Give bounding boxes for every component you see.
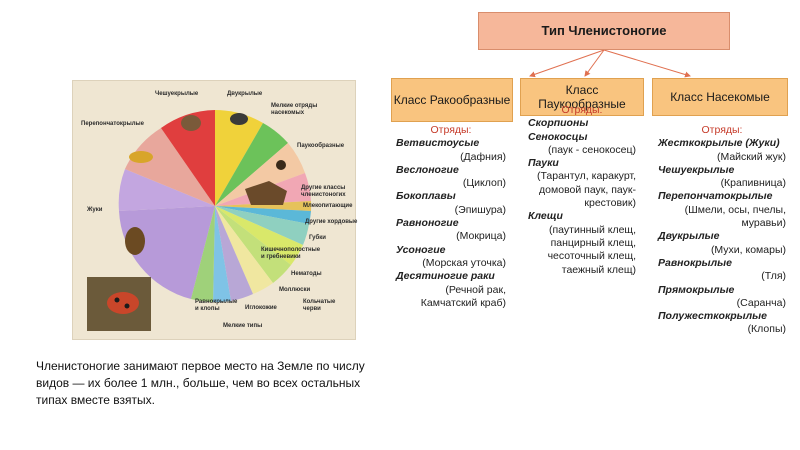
order-name: Жесткокрылые (Жуки)	[658, 137, 780, 150]
order-example: (паук - сенокосец)	[548, 143, 636, 156]
order-example: (Клопы)	[747, 323, 786, 336]
pie-label-cheshuekrylye: Чешуекрылые	[155, 91, 199, 97]
order-example: (Мухи, комары)	[710, 243, 786, 256]
fly-icon	[230, 113, 248, 125]
pie-label-kishechnopolostnye: Кишечнополостные и гребневики	[261, 247, 321, 260]
butterfly-icon	[181, 115, 201, 131]
pie-label-gubki: Губки	[309, 235, 326, 241]
order-example: (Саранча)	[736, 296, 786, 309]
root-phylum-box: Тип Членистоногие	[478, 12, 730, 50]
order-name: Перепончатокрылые	[658, 190, 773, 203]
pie-label-iglokozhie: Иглокожие	[245, 305, 277, 311]
pie-slice-ravnokrylye	[191, 206, 215, 302]
wasp-icon	[129, 151, 153, 163]
order-example: (Майский жук)	[716, 150, 786, 163]
pie-slice-dvukrylye	[215, 110, 263, 206]
pie-label-drugie-khordovye: Другие хордовые	[305, 219, 358, 225]
pie-label-paukoobraznye: Паукообразные	[297, 143, 345, 149]
order-name: Веслоногие	[396, 163, 459, 176]
order-example: (Крапивница)	[720, 177, 786, 190]
class-header-arachnids: Класс Паукообразные	[520, 78, 644, 116]
pie-slice-paukoobraznye	[215, 143, 305, 206]
spider-icon	[276, 160, 286, 170]
orders-list-arachnids: Отряды: Скорпионы Сенокосцы (паук - сено…	[528, 104, 636, 277]
order-name: Чешуекрылые	[658, 163, 735, 176]
pie-slice-zhuki	[119, 206, 215, 299]
pie-label-pereponchatokrylye: Перепончатокрылые	[81, 121, 144, 127]
order-name: Клещи	[528, 210, 563, 223]
pie-label-melkie-tipy: Мелкие типы	[223, 323, 263, 329]
pie-label-ravnokrylye: Равнокрылые и клопы	[195, 299, 238, 312]
order-example: (Тля)	[761, 270, 786, 283]
order-name: Двукрылые	[658, 230, 720, 243]
order-name: Десятиногие раки	[396, 270, 495, 283]
orders-label: Отряды:	[701, 124, 743, 136]
order-name: Ветвистоусые	[396, 137, 480, 150]
order-example: (Шмели, осы, пчелы, муравьи)	[684, 203, 786, 230]
order-example: (Мокрица)	[456, 230, 506, 243]
pie-label-mollyuski: Моллюски	[279, 287, 311, 293]
pie-slice-pereponchatokrylye	[125, 128, 215, 206]
pie-slice-khordovye	[215, 206, 311, 224]
pie-slice-mollyuski	[215, 206, 273, 294]
order-name: Равноногие	[396, 217, 459, 230]
caption-text: Членистоногие занимают первое место на З…	[36, 359, 365, 407]
order-example: (Дафния)	[460, 150, 506, 163]
orders-label: Отряды:	[430, 124, 472, 136]
order-name: Пауки	[528, 157, 559, 170]
pie-slice-kolchatye	[215, 206, 253, 301]
pie-label-zhuki: Жуки	[87, 207, 103, 213]
pie-slice-kishech	[215, 206, 303, 265]
orders-list-insects: Отряды: Жесткокрылые (Жуки) (Майский жук…	[658, 124, 786, 337]
species-pie-chart: Чешуекрылые Двукрылые Мелкие отряды насе…	[72, 80, 358, 340]
pie-slice-zhuki-2	[118, 169, 215, 211]
order-example: (Речной рак, Камчатский краб)	[420, 283, 506, 309]
pie-label-nematody: Нематоды	[291, 271, 322, 277]
pie-slice-mlekop	[215, 201, 312, 211]
class-header-insects: Класс Насекомые	[652, 78, 788, 116]
pie-graphic	[87, 110, 312, 331]
pie-label-melkie-otryady: Мелкие отряды насекомых	[271, 103, 318, 116]
order-name: Равнокрылые	[658, 256, 732, 269]
pie-slice-iglokozhie	[213, 206, 231, 303]
ladybug-icon	[107, 292, 139, 314]
order-name: Сенокосцы	[528, 130, 588, 143]
wolf-icon	[245, 181, 287, 205]
order-name: Полужесткокрылые	[658, 310, 767, 323]
class-header-crustaceans: Класс Ракообразные	[391, 78, 513, 122]
order-name: Бокоплавы	[396, 190, 456, 203]
pie-label-dvukrylye: Двукрылые	[227, 91, 263, 97]
order-example: (Тарантул, каракурт, домовой паук, паук-…	[536, 170, 636, 210]
order-name: Скорпионы	[528, 117, 589, 130]
pie-label-drugie-klassy: Другие классы членистоногих	[301, 185, 346, 198]
order-example: (паутинный клещ, панцирный клещ, чесоточ…	[547, 223, 636, 276]
beetle-icon	[125, 227, 145, 255]
pie-label-koltchatye: Кольчатые черви	[303, 299, 336, 312]
order-example: (Циклоп)	[462, 177, 506, 190]
orders-list-crustaceans: Отряды: Ветвистоусые (Дафния) Веслоногие…	[396, 124, 506, 310]
order-name: Прямокрылые	[658, 283, 735, 296]
pie-slice-nematody	[215, 206, 291, 283]
pie-slice-gubki	[215, 206, 309, 245]
pie-slice-melkie	[215, 123, 288, 206]
orders-label: Отряды:	[561, 104, 603, 116]
order-example: (Морская уточка)	[422, 256, 506, 269]
pie-label-mlekopitayushchie: Млекопитающие	[303, 203, 353, 209]
order-name: Усоногие	[396, 243, 446, 256]
order-example: (Эпишура)	[454, 203, 506, 216]
pie-slice-cheshuekrylye	[161, 110, 215, 206]
